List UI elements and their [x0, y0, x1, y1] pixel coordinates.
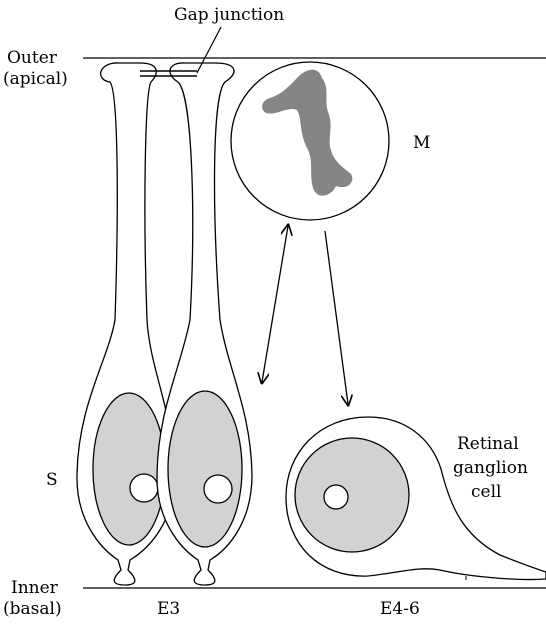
retinal-ganglion-label-line1: Retinal: [457, 434, 519, 454]
s-label: S: [46, 470, 58, 490]
migration-double-arrow: [262, 226, 288, 382]
retinal-ganglion-label-line3: cell: [471, 482, 501, 502]
differentiation-arrow: [325, 231, 348, 404]
e4-6-label: E4-6: [380, 599, 420, 619]
rgc-nucleus: [295, 438, 409, 552]
nucleolus-right: [204, 475, 232, 503]
apical-label: (apical): [3, 69, 68, 89]
outer-label: Outer: [7, 48, 58, 68]
rgc-nucleolus: [324, 485, 348, 509]
e3-label: E3: [157, 599, 180, 619]
nucleus-right: [168, 391, 242, 547]
gap-junction-label: Gap junction: [174, 5, 284, 25]
retinal-ganglion-label-line2: ganglion: [453, 458, 528, 478]
m-label: M: [413, 133, 430, 153]
nucleus-left: [93, 393, 165, 545]
inner-label: Inner: [11, 578, 59, 598]
nucleolus-left: [130, 474, 158, 502]
basal-label: (basal): [3, 599, 62, 619]
